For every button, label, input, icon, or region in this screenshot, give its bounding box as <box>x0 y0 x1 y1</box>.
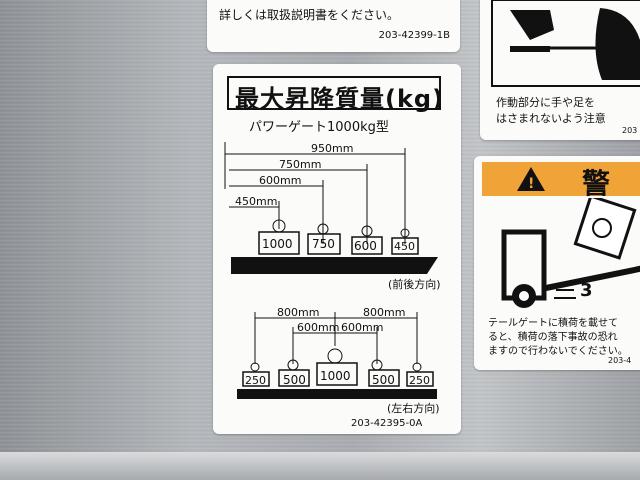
pinch-code: 203 <box>622 126 638 135</box>
weight-250-l: 250 <box>245 374 266 387</box>
main-label-code: 203-42395-0A <box>351 418 422 429</box>
top-caution-label: 詳しくは取扱説明書をください。 203-42399-1B <box>207 0 460 52</box>
warning-line3: ますので行わないでください。 <box>488 346 628 357</box>
max-lift-capacity-label: 最大昇降質量(kg) パワーゲート1000kg型 <box>213 64 461 434</box>
dim-600-right: 600mm <box>341 321 383 334</box>
load-diagram: 950mm 750mm 600mm 450mm 1000 750 600 450… <box>224 142 441 429</box>
dim-600: 600mm <box>259 174 301 187</box>
dim-800-right: 800mm <box>363 306 405 319</box>
dim-950: 950mm <box>311 142 353 155</box>
warning-line1: テールゲートに積荷を載せて <box>488 318 618 329</box>
pinch-line2: はさまれないよう注意 <box>496 112 606 125</box>
weight-500-l: 500 <box>283 373 306 387</box>
dim-750: 750mm <box>279 158 321 171</box>
title-text: 最大昇降質量(kg) <box>235 85 445 113</box>
weight-500-r: 500 <box>372 373 395 387</box>
svg-text:!: ! <box>528 176 534 192</box>
top-label-text: 詳しくは取扱説明書をください。 <box>219 8 400 22</box>
dim-450: 450mm <box>235 195 277 208</box>
warning-header-text: 警 <box>582 167 611 200</box>
svg-text:3: 3 <box>580 280 593 301</box>
falling-load-pictogram: 3 <box>501 198 640 308</box>
weight-1000-fb: 1000 <box>262 237 293 251</box>
pinch-pictogram <box>491 0 640 87</box>
direction-left-right: (左右方向) <box>387 401 440 415</box>
dim-800-left: 800mm <box>277 306 319 319</box>
dim-600-left: 600mm <box>297 321 339 334</box>
warning-line2: ると、積荷の落下事故の恐れ <box>488 332 618 343</box>
tailgate-warning-label: ! 警 3 テールゲートに積荷を載せて ると、積荷の落下事故の恐れ ますので行わ… <box>474 156 640 370</box>
warning-header: ! 警 <box>482 162 640 200</box>
warning-triangle-icon: ! <box>517 167 545 192</box>
weight-250-r: 250 <box>409 374 430 387</box>
title-box: 最大昇降質量(kg) <box>227 76 443 113</box>
weight-750-fb: 750 <box>312 237 335 251</box>
weight-600-fb: 600 <box>354 239 377 253</box>
top-label-code: 203-42399-1B <box>378 30 450 41</box>
weight-1000-c: 1000 <box>320 369 351 383</box>
panel-ledge <box>0 452 640 480</box>
subtitle-text: パワーゲート1000kg型 <box>249 120 389 135</box>
direction-front-back: (前後方向) <box>388 277 441 291</box>
pinch-line1: 作動部分に手や足を <box>496 96 595 109</box>
weight-450-fb: 450 <box>394 240 415 253</box>
pinch-caution-label: 作動部分に手や足を はさまれないよう注意 203 <box>480 0 640 140</box>
warning-code: 203-4 <box>608 356 632 365</box>
